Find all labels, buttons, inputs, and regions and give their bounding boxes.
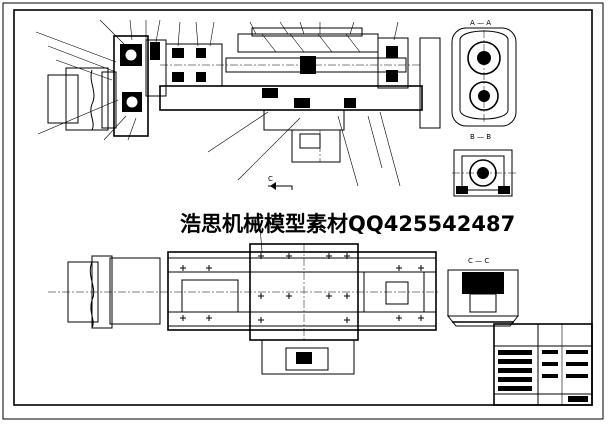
gearbox-housing (113, 35, 167, 137)
section-b-title: B — B (470, 133, 491, 141)
title-block (493, 323, 593, 406)
section-c-c: C — C (446, 257, 520, 327)
motor (47, 67, 117, 131)
section-a-title: A — A (470, 19, 491, 27)
section-a-a: A — A (451, 19, 517, 127)
table-top (225, 27, 409, 89)
drawing-frame (2, 2, 604, 420)
bolt-marks (180, 253, 424, 323)
plan-view (48, 225, 440, 375)
view-c-label: C (268, 175, 273, 183)
leader-lines (35, 19, 401, 187)
front-section-view: C (35, 19, 441, 190)
view-c-marker: C (268, 175, 293, 190)
bearing-assembly (160, 43, 420, 87)
lower-bracket (263, 109, 345, 163)
watermark-text: 浩思机械模型素材QQ425542487 (180, 212, 515, 236)
section-b-b: B — B (452, 133, 516, 197)
section-c-title: C — C (468, 257, 489, 265)
